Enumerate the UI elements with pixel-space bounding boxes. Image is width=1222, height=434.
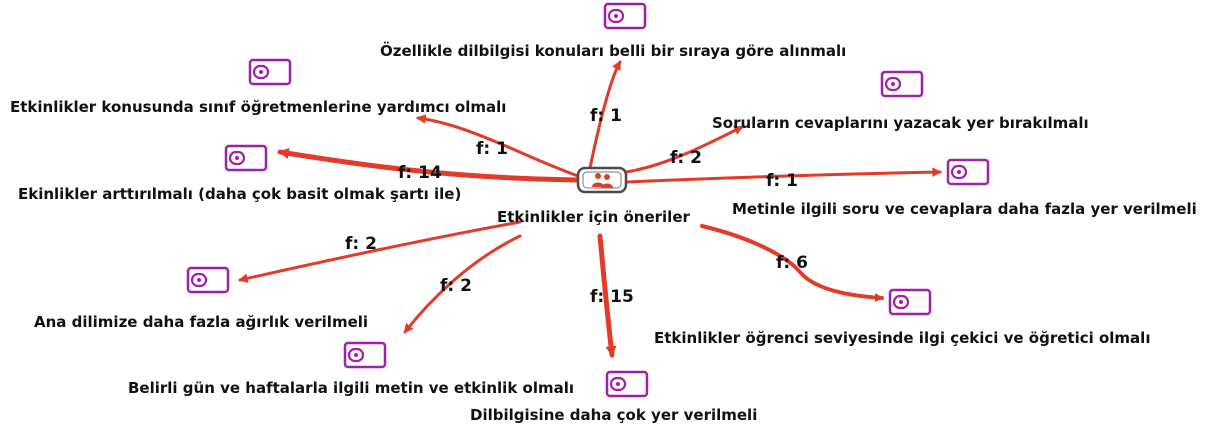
node-label: Özellikle dilbilgisi konuları belli bir …	[380, 41, 846, 60]
center-node[interactable]: Etkinlikler için öneriler	[497, 166, 690, 226]
edge-ana-dil	[238, 220, 522, 283]
node-label: Dilbilgisine daha çok yer verilmeli	[470, 406, 757, 424]
user-group-icon	[576, 166, 628, 194]
code-icon	[880, 70, 924, 98]
edge-etkinlik-artir	[277, 147, 579, 183]
code-icon	[888, 288, 932, 316]
code-icon	[343, 341, 387, 369]
edge-metin-sorular	[624, 167, 942, 184]
node-dilbilgisi-sirasi[interactable]: Özellikle dilbilgisi konuları belli bir …	[380, 2, 846, 60]
node-label: Ana dilimize daha fazla ağırlık verilmel…	[34, 313, 368, 331]
node-belirli-gun[interactable]: Belirli gün ve haftalarla ilgili metin v…	[128, 341, 574, 397]
code-icon	[603, 2, 647, 30]
freq-ogretmen-yardim: f: 1	[476, 139, 508, 159]
freq-cevap-yeri: f: 2	[670, 148, 702, 168]
node-label: Metinle ilgili soru ve cevaplara daha fa…	[732, 200, 1197, 218]
code-icon	[248, 58, 292, 86]
node-ana-dil[interactable]: Ana dilimize daha fazla ağırlık verilmel…	[34, 266, 368, 331]
node-label: Soruların cevaplarını yazacak yer bırakı…	[712, 114, 1089, 132]
freq-ana-dil: f: 2	[345, 234, 377, 254]
code-icon	[946, 158, 990, 186]
freq-dilbilgisi-yer: f: 15	[590, 287, 634, 307]
node-dilbilgisi-yer[interactable]: Dilbilgisine daha çok yer verilmeli	[470, 370, 757, 424]
code-icon	[224, 144, 268, 172]
node-cevap-yeri[interactable]: Soruların cevaplarını yazacak yer bırakı…	[712, 70, 1089, 132]
node-label: Belirli gün ve haftalarla ilgili metin v…	[128, 379, 574, 397]
edges	[238, 60, 942, 358]
edge-dilbilgisi-yer	[597, 233, 617, 358]
freq-dilbilgisi-sirasi: f: 1	[590, 106, 622, 126]
center-label: Etkinlikler için öneriler	[497, 208, 690, 226]
freq-metin-sorular: f: 1	[766, 171, 798, 191]
node-label: Ekinlikler arttırılmalı (daha çok basit …	[18, 185, 461, 203]
node-label: Etkinlikler öğrenci seviyesinde ilgi çek…	[654, 329, 1150, 347]
node-ogretmen-yardim[interactable]: Etkinlikler konusunda sınıf öğretmenleri…	[10, 58, 506, 116]
edge-belirli-gun	[403, 234, 522, 334]
freq-belirli-gun: f: 2	[440, 276, 472, 296]
freq-ilgi-cekici: f: 6	[776, 253, 808, 273]
edge-ogretmen-yardim	[416, 114, 580, 178]
freq-etkinlik-artir: f: 14	[398, 163, 442, 183]
node-ilgi-cekici[interactable]: Etkinlikler öğrenci seviyesinde ilgi çek…	[654, 288, 1150, 347]
edge-cevap-yeri	[624, 125, 744, 174]
edge-ilgi-cekici	[700, 224, 884, 302]
code-icon	[186, 266, 230, 294]
node-metin-sorular[interactable]: Metinle ilgili soru ve cevaplara daha fa…	[732, 158, 1197, 218]
node-label: Etkinlikler konusunda sınıf öğretmenleri…	[10, 98, 506, 116]
node-etkinlik-artir[interactable]: Ekinlikler arttırılmalı (daha çok basit …	[18, 144, 461, 203]
edge-dilbilgisi-sirasi	[588, 60, 622, 170]
code-icon	[605, 370, 649, 398]
frequency-labels: f: 1 f: 1 f: 2 f: 14 f: 1 f: 2 f: 2 f: 1…	[345, 106, 808, 307]
